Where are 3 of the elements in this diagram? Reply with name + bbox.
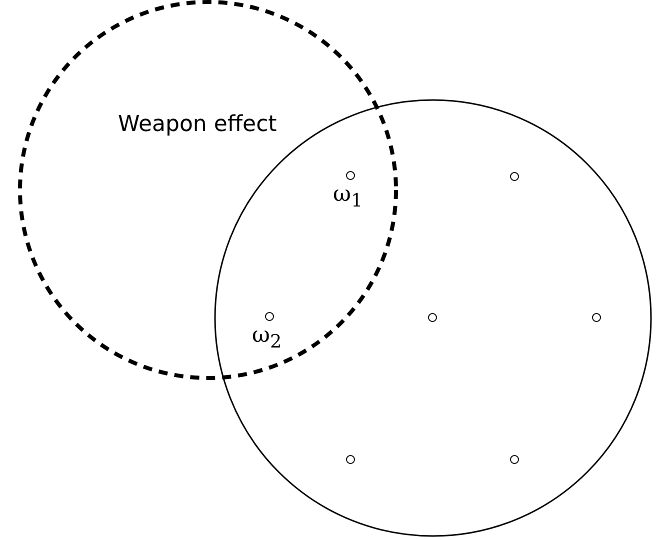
point-label: ω$_{2}$ (252, 323, 282, 352)
region-label: Weapon effect (118, 112, 277, 137)
point-label: ω$_{1}$ (333, 182, 363, 212)
